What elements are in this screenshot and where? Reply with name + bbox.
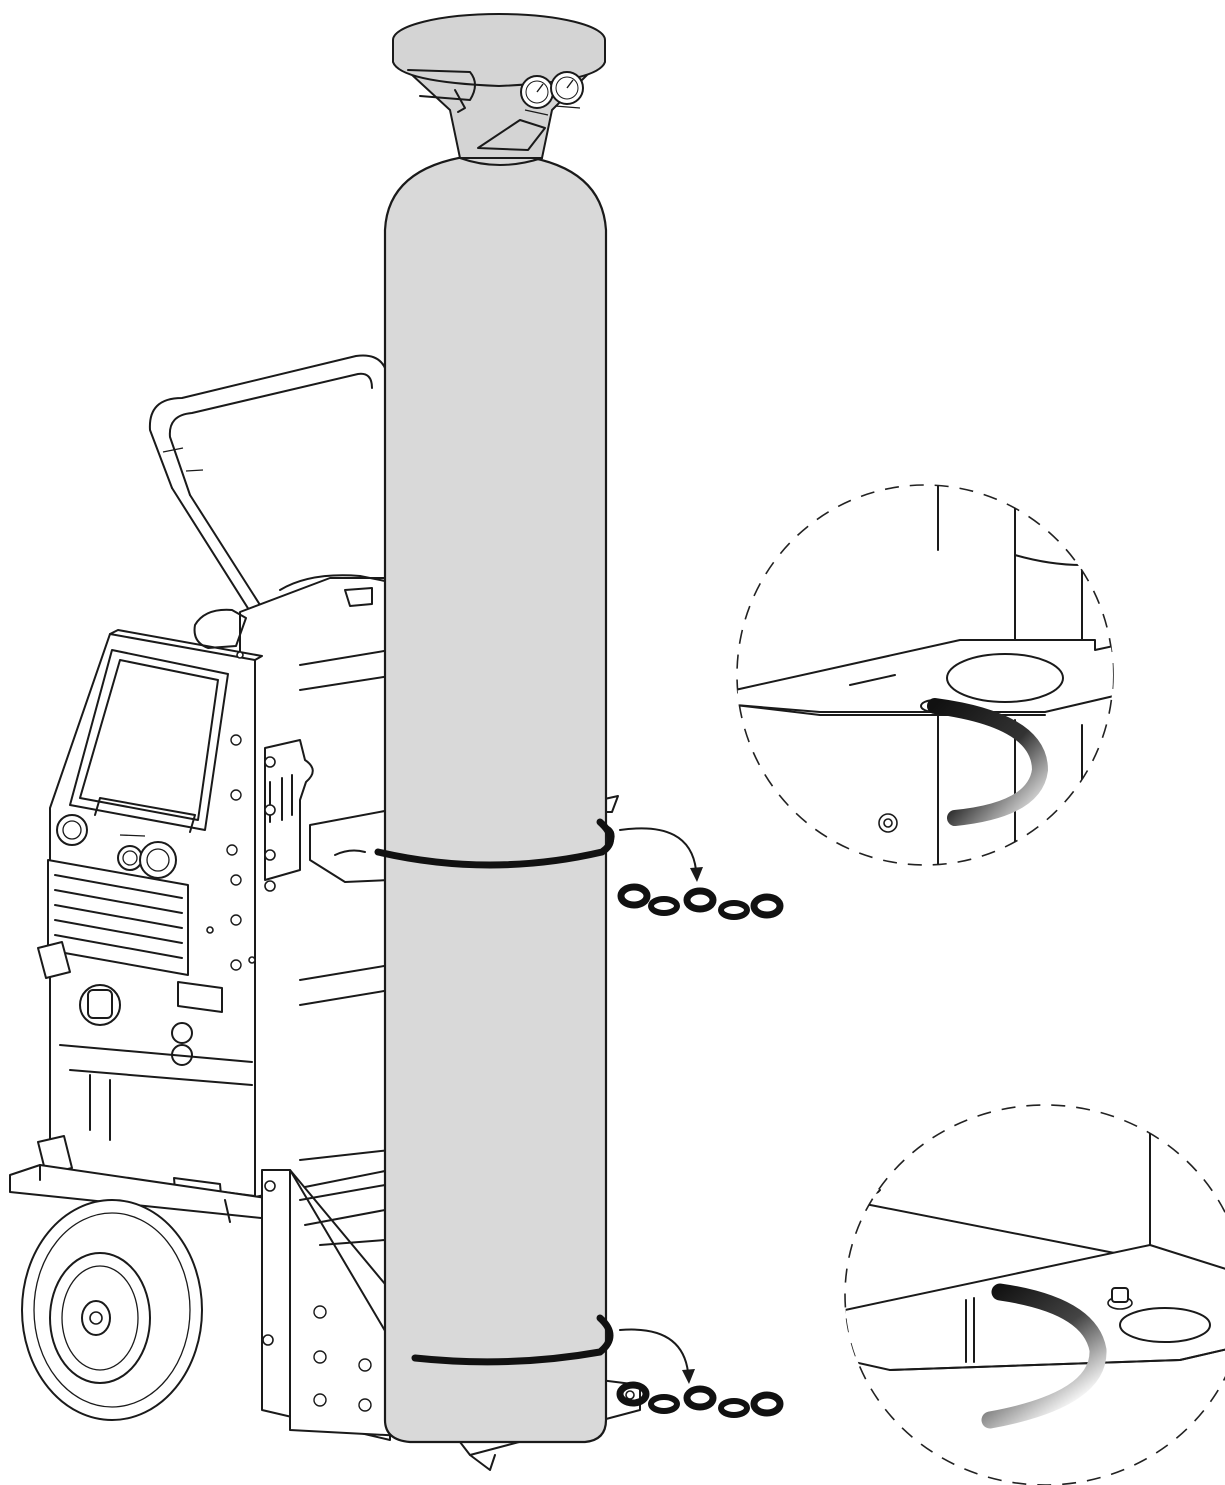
welding-machine [37,574,391,1207]
lower-chain-loop [411,1314,614,1366]
upper-chain-loop [374,818,615,869]
trolley-base [9,1164,641,1471]
upper-chain-mount-detail [736,484,1114,866]
lower-chain-links [616,1381,784,1418]
upper-chain-links [617,883,784,920]
wheel [21,1199,203,1421]
upper-arrow [619,827,703,882]
lower-arrow [619,1328,695,1384]
gas-cylinder [383,13,608,1444]
lower-chain-mount-detail [844,1104,1225,1485]
